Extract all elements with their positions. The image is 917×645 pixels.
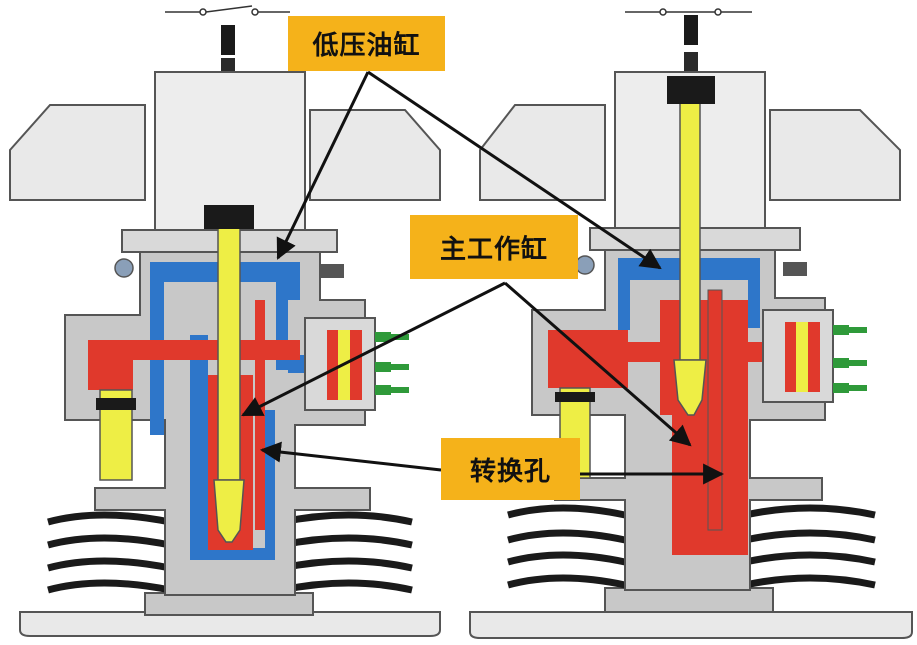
arrow-low-right (367, 70, 662, 270)
arrow-low-left (276, 71, 370, 260)
right-assembly (469, 8, 913, 639)
arrow-main-right (504, 281, 692, 447)
coil-spring-icon (507, 504, 876, 589)
left-assembly (9, 5, 441, 637)
arrow-icon (241, 70, 725, 485)
callout-low-pressure-cylinder-label: 低压油缸 (312, 31, 421, 61)
callout-transfer-hole: 转换孔 (441, 438, 580, 500)
valve-connector-icon (833, 325, 867, 393)
switch-icon (165, 5, 290, 16)
arrow-main-left (241, 281, 506, 417)
callout-main-cylinder-label: 主工作缸 (439, 234, 548, 265)
switch-icon (625, 8, 752, 16)
coil-spring-icon (47, 511, 413, 594)
callout-low-pressure-cylinder: 低压油缸 (288, 16, 445, 71)
callout-transfer-hole-label: 转换孔 (469, 456, 551, 487)
arrow-hole-left (259, 441, 442, 472)
callout-main-cylinder: 主工作缸 (410, 215, 578, 279)
